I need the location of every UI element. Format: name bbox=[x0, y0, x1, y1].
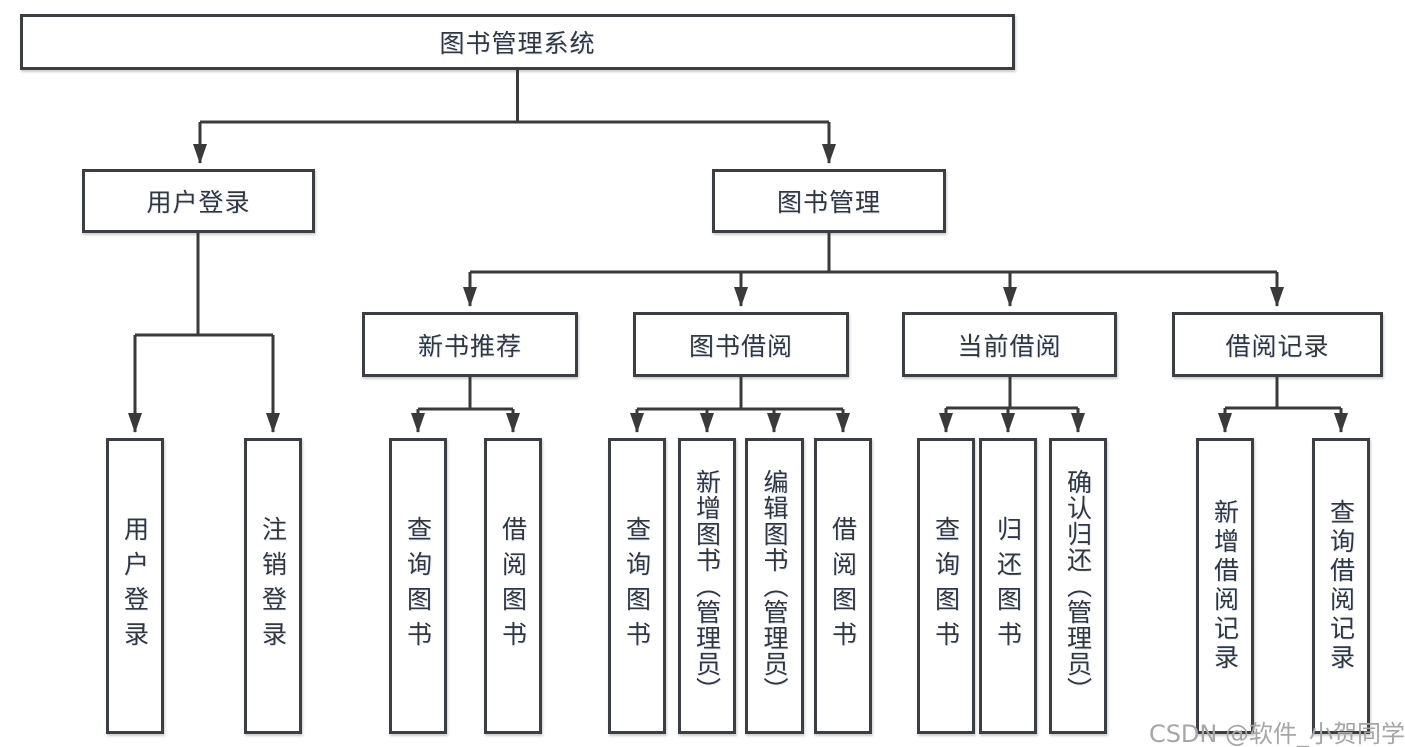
edge-root-trunk bbox=[200, 68, 829, 124]
node-label: 确认归还（管理员） bbox=[1063, 469, 1093, 703]
edge-book-borrowing-trunk bbox=[637, 377, 843, 411]
leaf-query-books-current: 查询图书 bbox=[917, 438, 975, 734]
node-label: 图书借阅 bbox=[688, 331, 793, 361]
leaf-query-books-recommend: 查询图书 bbox=[389, 438, 447, 734]
node-label: 用户登录 bbox=[146, 188, 251, 217]
leaf-query-borrow-record: 查询借阅记录 bbox=[1312, 438, 1370, 734]
edge-new-book-recommend-trunk bbox=[418, 377, 513, 411]
leaf-borrow-books-borrowing: 借阅图书 bbox=[814, 438, 872, 734]
node-root-library-system: 图书管理系统 bbox=[20, 14, 1015, 70]
leaf-add-borrow-record: 新增借阅记录 bbox=[1196, 438, 1254, 734]
edge-book-management-trunk bbox=[470, 233, 1277, 274]
leaf-user-login: 用户登录 bbox=[106, 438, 164, 734]
node-borrowing-records: 借阅记录 bbox=[1172, 312, 1383, 377]
leaf-confirm-return-admin: 确认归还（管理员） bbox=[1049, 438, 1107, 734]
node-label: 查询图书 bbox=[622, 516, 652, 656]
leaf-return-book: 归还图书 bbox=[979, 438, 1037, 734]
node-label: 图书管理 bbox=[776, 188, 881, 217]
node-label: 借阅记录 bbox=[1225, 331, 1330, 361]
node-label: 新增图书（管理员） bbox=[692, 469, 722, 703]
node-user-login: 用户登录 bbox=[82, 169, 315, 233]
node-label: 用户登录 bbox=[120, 516, 150, 656]
node-label: 借阅图书 bbox=[828, 516, 858, 656]
edge-borrowing-records-trunk bbox=[1225, 377, 1341, 410]
leaf-borrow-books-recommend: 借阅图书 bbox=[484, 438, 542, 734]
edge-user-login-trunk bbox=[135, 233, 273, 337]
node-label: 查询图书 bbox=[403, 516, 433, 656]
node-label: 归还图书 bbox=[993, 516, 1023, 656]
edge-current-borrowing-trunk bbox=[946, 377, 1078, 410]
node-new-book-recommend: 新书推荐 bbox=[362, 312, 578, 377]
node-book-borrowing: 图书借阅 bbox=[633, 312, 849, 377]
leaf-add-book-admin: 新增图书（管理员） bbox=[678, 438, 736, 734]
node-label: 图书管理系统 bbox=[439, 29, 596, 58]
node-label: 新书推荐 bbox=[417, 331, 522, 361]
node-label: 编辑图书（管理员） bbox=[760, 469, 789, 703]
node-label: 当前借阅 bbox=[957, 331, 1062, 361]
leaf-query-books-borrowing: 查询图书 bbox=[608, 438, 666, 734]
node-current-borrowing: 当前借阅 bbox=[902, 312, 1117, 377]
node-label: 借阅图书 bbox=[498, 516, 528, 656]
node-label: 新增借阅记录 bbox=[1210, 499, 1240, 673]
node-label: 查询图书 bbox=[931, 516, 961, 656]
leaf-logout-login: 注销登录 bbox=[244, 438, 302, 734]
csdn-watermark: CSDN @软件_小贺同学 bbox=[1148, 720, 1405, 747]
node-label: 查询借阅记录 bbox=[1326, 499, 1356, 673]
node-book-management: 图书管理 bbox=[712, 169, 946, 233]
leaf-edit-book-admin: 编辑图书（管理员） bbox=[745, 438, 804, 734]
node-label: 注销登录 bbox=[258, 516, 288, 656]
